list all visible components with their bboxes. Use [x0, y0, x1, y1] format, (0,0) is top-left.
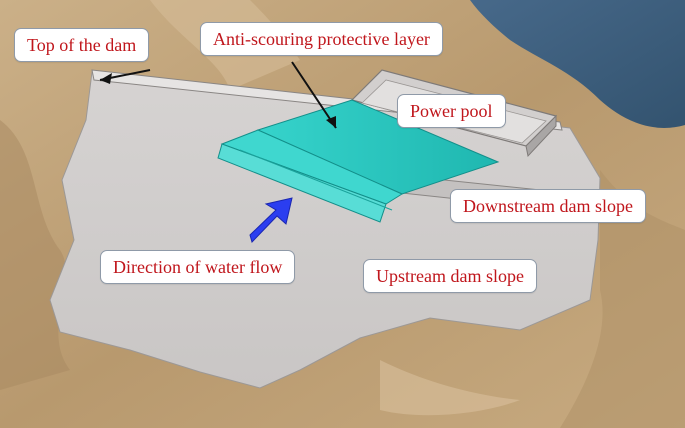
label-upstream-dam-slope: Upstream dam slope — [363, 259, 537, 293]
blue-arrow-icon — [249, 197, 293, 243]
leader-arrowhead-anti-scouring — [326, 116, 336, 128]
power-pool-box-side — [525, 114, 557, 158]
terrain-highlight-bottom — [380, 360, 520, 416]
protective-layer-front — [217, 143, 387, 223]
leader-arrowhead-top-of-dam — [100, 73, 112, 84]
water-body — [470, 0, 685, 128]
label-top-of-dam: Top of the dam — [14, 28, 150, 62]
terrain-shadow-left — [0, 120, 70, 390]
label-water-flow-direction: Direction of water flow — [100, 250, 296, 284]
leader-line-anti-scouring — [291, 61, 337, 129]
label-power-pool: Power pool — [397, 94, 506, 128]
label-anti-scouring-layer: Anti-scouring protective layer — [200, 22, 443, 56]
protective-layer-edge — [239, 149, 393, 211]
terrain-shadow-right — [560, 170, 685, 428]
label-downstream-dam-slope: Downstream dam slope — [450, 189, 646, 223]
